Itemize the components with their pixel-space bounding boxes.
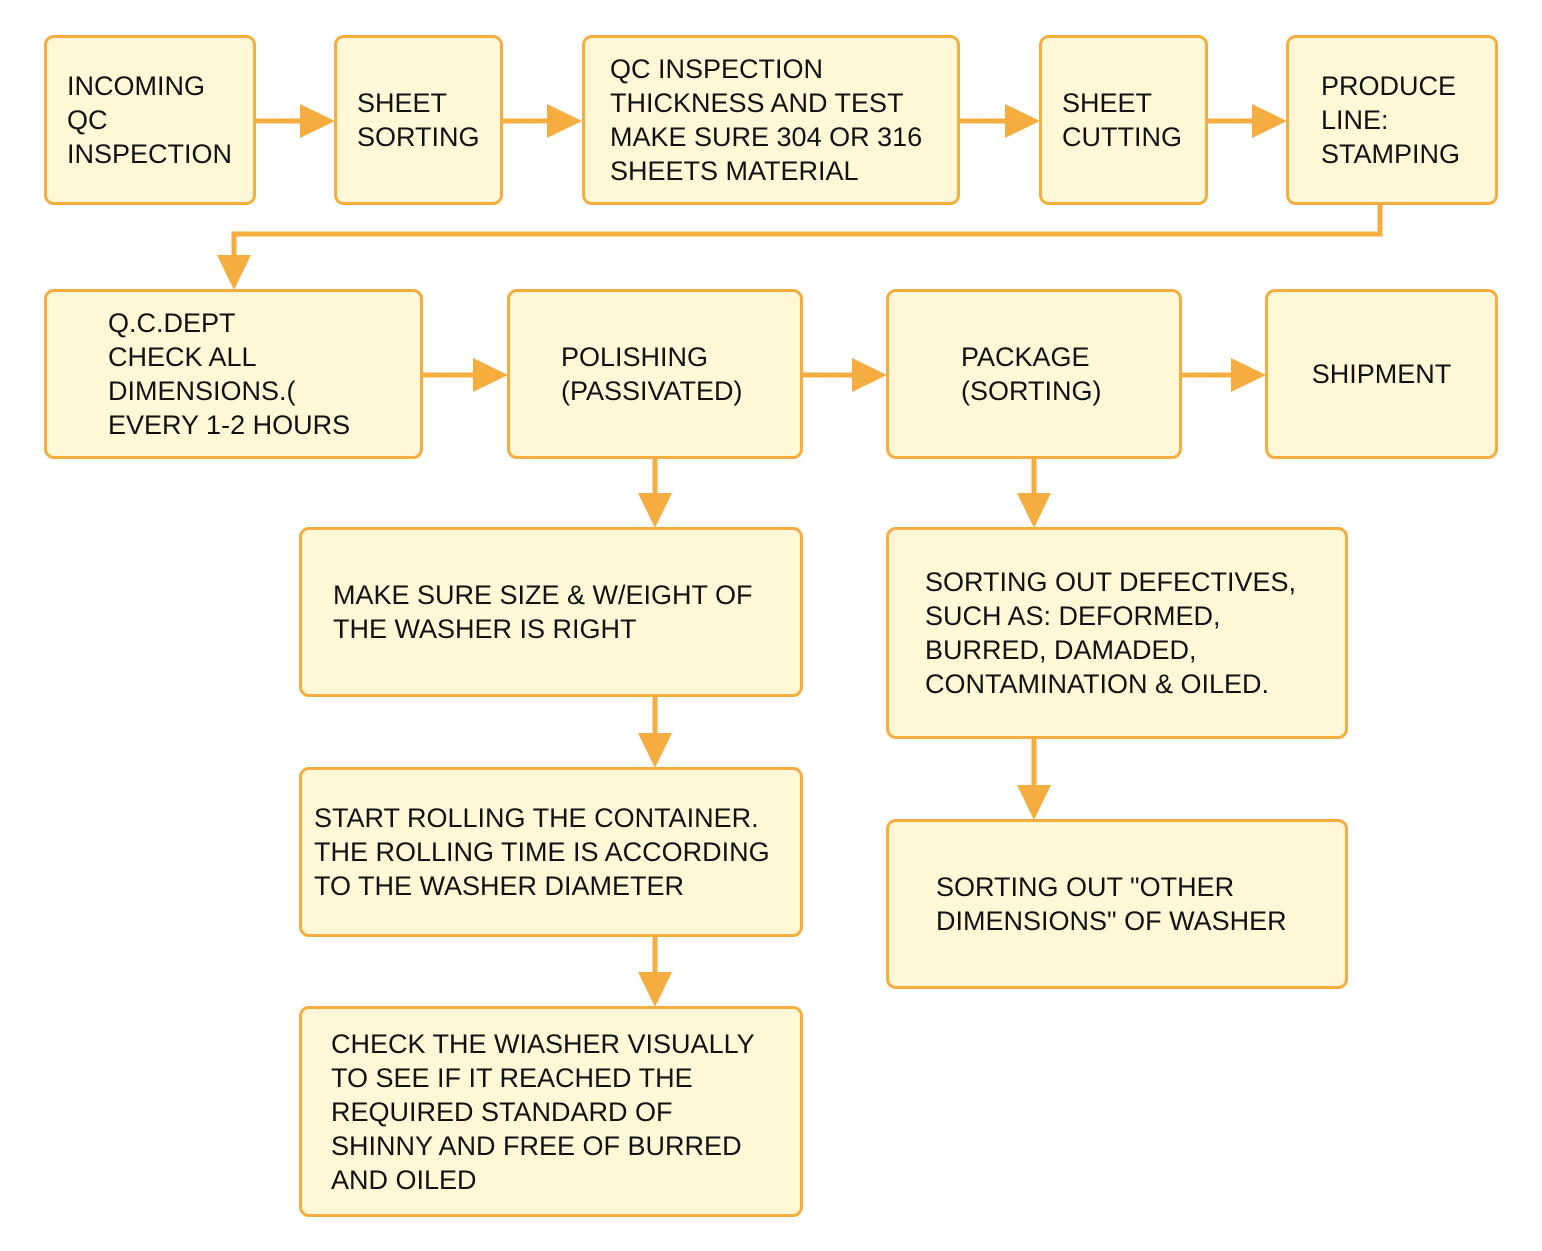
node-produce-line-stamping: PRODUCE LINE: STAMPING [1286, 35, 1498, 205]
node-sheet-cutting-label: SHEET CUTTING [1062, 88, 1182, 152]
node-shipment-label: SHIPMENT [1311, 359, 1452, 389]
node-qc-inspection-thickness-label: QC INSPECTION THICKNESS AND TEST MAKE SU… [610, 54, 923, 186]
node-sorting-other-dimensions-label: SORTING OUT "OTHER DIMENSIONS" OF WASHER [936, 872, 1287, 936]
node-polishing-passivated: POLISHING (PASSIVATED) [507, 289, 803, 459]
node-visual-check: CHECK THE WIASHER VISUALLY TO SEE IF IT … [299, 1006, 803, 1217]
node-rolling-container-label: START ROLLING THE CONTAINER. THE ROLLING… [314, 803, 770, 901]
node-qc-dept-check-dimensions-label: Q.C.DEPT CHECK ALL DIMENSIONS.( EVERY 1-… [108, 308, 351, 440]
node-qc-dept-check-dimensions: Q.C.DEPT CHECK ALL DIMENSIONS.( EVERY 1-… [44, 289, 423, 459]
node-incoming-qc-inspection-label: INCOMING QC INSPECTION [67, 71, 233, 169]
node-produce-line-stamping-label: PRODUCE LINE: STAMPING [1321, 71, 1461, 169]
node-package-sorting: PACKAGE (SORTING) [886, 289, 1182, 459]
node-shipment: SHIPMENT [1265, 289, 1498, 459]
node-qc-inspection-thickness: QC INSPECTION THICKNESS AND TEST MAKE SU… [582, 35, 960, 205]
node-sheet-sorting-label: SHEET SORTING [357, 88, 480, 152]
node-rolling-container: START ROLLING THE CONTAINER. THE ROLLING… [299, 767, 803, 937]
node-sorting-defectives: SORTING OUT DEFECTIVES, SUCH AS: DEFORME… [886, 527, 1348, 739]
arrow-produce-to-qcdept [231, 205, 1383, 255]
node-size-weight-check: MAKE SURE SIZE & W/EIGHT OF THE WASHER I… [299, 527, 803, 697]
node-sorting-defectives-label: SORTING OUT DEFECTIVES, SUCH AS: DEFORME… [925, 567, 1297, 699]
node-visual-check-label: CHECK THE WIASHER VISUALLY TO SEE IF IT … [331, 1028, 755, 1195]
node-sorting-other-dimensions: SORTING OUT "OTHER DIMENSIONS" OF WASHER [886, 819, 1348, 989]
node-sheet-cutting: SHEET CUTTING [1039, 35, 1208, 205]
node-sheet-sorting: SHEET SORTING [334, 35, 503, 205]
node-incoming-qc-inspection: INCOMING QC INSPECTION [44, 35, 256, 205]
node-size-weight-check-label: MAKE SURE SIZE & W/EIGHT OF THE WASHER I… [333, 580, 753, 644]
node-polishing-passivated-label: POLISHING (PASSIVATED) [561, 342, 743, 406]
node-package-sorting-label: PACKAGE (SORTING) [961, 342, 1102, 406]
